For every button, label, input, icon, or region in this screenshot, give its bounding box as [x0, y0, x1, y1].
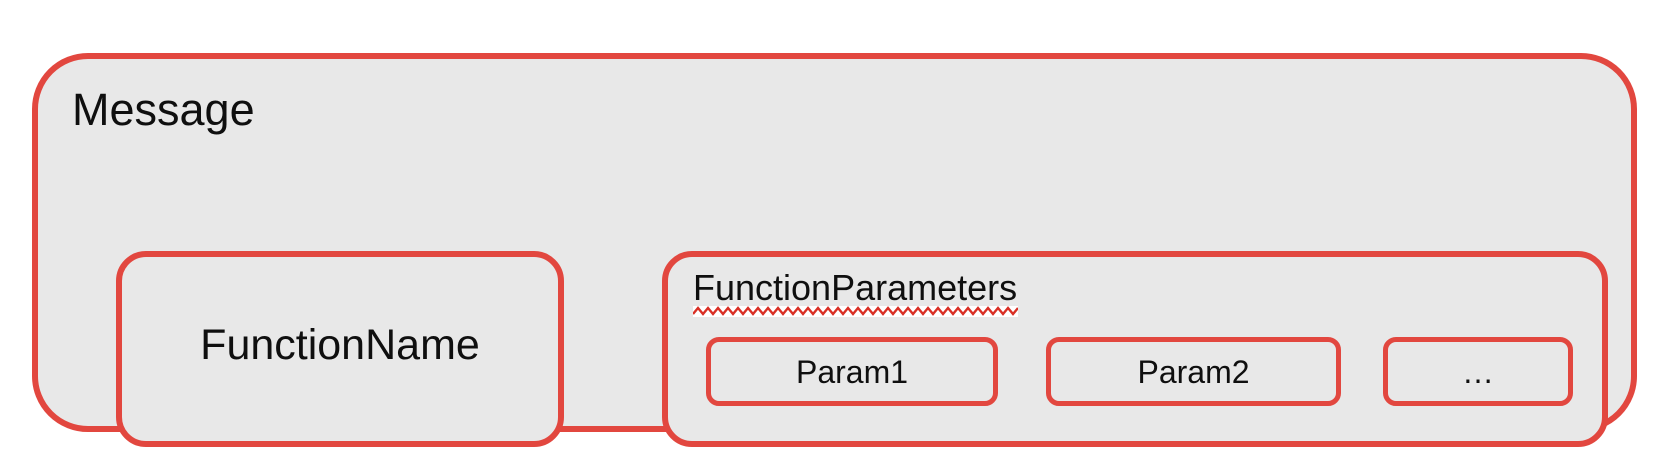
- function-name-label: FunctionName: [200, 320, 480, 369]
- function-name-box: FunctionName: [116, 251, 564, 447]
- function-parameters-box: FunctionParameters Param1 Param2 …: [662, 251, 1608, 447]
- param1-label: Param1: [795, 353, 909, 390]
- param2-box: Param2: [1046, 337, 1341, 406]
- message-label: Message: [72, 84, 255, 135]
- function-parameters-title-wrap: FunctionParameters: [693, 268, 1018, 317]
- spellcheck-squiggle-icon: [693, 305, 1018, 317]
- ellipsis-box: …: [1383, 337, 1573, 406]
- param1-box: Param1: [706, 337, 998, 406]
- message-box: Message FunctionName FunctionParameters …: [32, 53, 1637, 447]
- param2-label: Param2: [1137, 353, 1250, 390]
- ellipsis-label: …: [1462, 353, 1494, 390]
- function-parameters-label: FunctionParameters: [693, 267, 1018, 308]
